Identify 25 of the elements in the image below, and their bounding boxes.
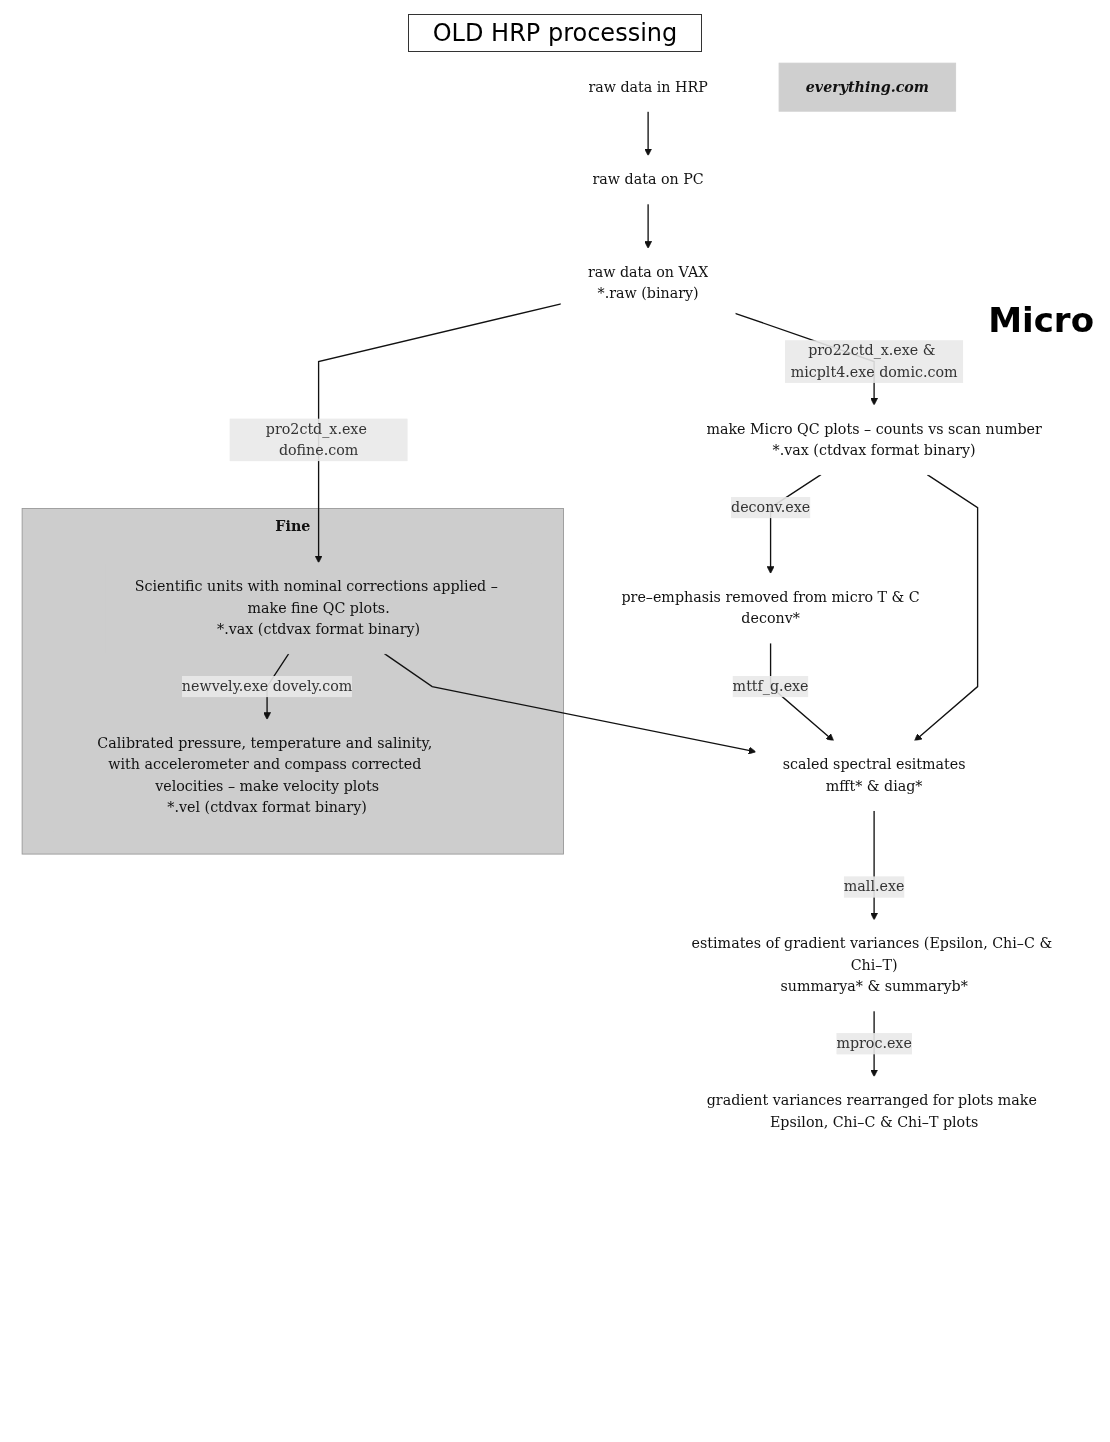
- arrow: [914, 473, 979, 742]
- edge-label: pro22ctd_x.exe & micplt4.exe domic.com: [790, 341, 958, 381]
- node-text: raw data in HRP: [588, 78, 708, 96]
- section-label: Micro: [988, 300, 1094, 340]
- node-text: estimates of gradient variances (Epsilon, Chi–C & Chi–T) summarya* & summaryb*: [691, 935, 1053, 995]
- node-text: raw data on PC: [592, 170, 704, 188]
- edge-label: deconv.exe: [731, 498, 811, 516]
- diagram-title: OLD HRP processing: [407, 14, 703, 52]
- arrow: [644, 110, 653, 157]
- node-text: Calibrated pressure, temperature and salinity, with accelerometer and compass corrected velocities – make velocity plots *.vel (ctdvax format binary): [97, 734, 433, 816]
- arrow: [314, 303, 562, 564]
- arrow: [644, 203, 653, 249]
- edge-label: pro2ctd_x.exe dofine.com: [265, 420, 367, 459]
- edge-label: mproc.exe: [836, 1034, 912, 1052]
- node-box: everything.com: [778, 62, 957, 112]
- node-text: pre–emphasis removed from micro T & C deconv*: [621, 588, 920, 627]
- node-text: Scientific units with nominal corrections applied – make fine QC plots. *.vax (ctdvax format binary): [134, 577, 498, 638]
- edge-label: mall.exe: [843, 878, 905, 896]
- node-text: gradient variances rearranged for plots make Epsilon, Chi–C & Chi–T plots: [706, 1091, 1037, 1131]
- node-text: scaled spectral esitmates mfft* & diag*: [782, 756, 966, 795]
- node-text: make Micro QC plots – counts vs scan number *.vax (ctdvax format binary): [706, 420, 1042, 459]
- edge-label: newvely.exe dovely.com: [181, 677, 353, 695]
- edge-label: mttf_g.exe: [732, 677, 809, 695]
- arrow: [383, 653, 757, 755]
- node-text: raw data on VAX *.raw (binary): [587, 263, 709, 302]
